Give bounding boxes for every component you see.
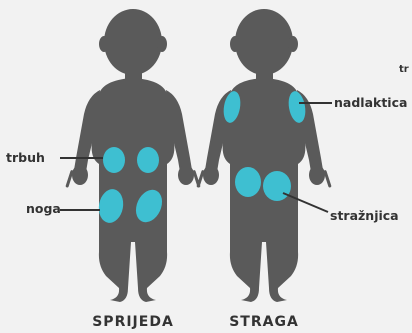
label-upper-arm: nadlaktica [334, 97, 407, 110]
label-partial-cut: tr [399, 65, 409, 75]
label-thigh: noga [26, 203, 61, 216]
abdomen-site-right [137, 147, 159, 173]
buttock-site-right [263, 171, 291, 201]
label-buttocks: stražnjica [330, 210, 399, 223]
caption-front: SPRIJEDA [78, 315, 188, 329]
label-abdomen: trbuh [6, 152, 45, 165]
caption-back: STRAGA [209, 315, 319, 329]
back-child-silhouette [196, 9, 331, 302]
front-child-silhouette [65, 9, 200, 302]
abdomen-site-left [103, 147, 125, 173]
buttock-site-left [235, 167, 261, 197]
